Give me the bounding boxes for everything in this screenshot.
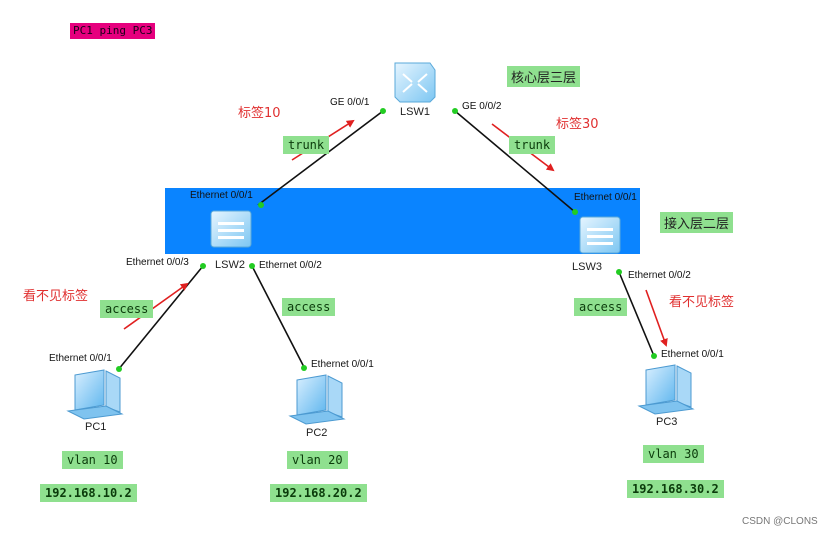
access-layer-label: 接入层二层 xyxy=(660,212,734,233)
pc2-vlan: vlan 20 xyxy=(287,451,348,469)
trunk-tag-left: trunk xyxy=(283,136,330,154)
note-no-tag-right: 看不见标签 xyxy=(669,295,735,310)
link-lsw2-pc1 xyxy=(117,265,204,371)
lsw1-label: LSW1 xyxy=(400,106,430,118)
pc3-label: PC3 xyxy=(656,416,678,428)
note-no-tag-left: 看不见标签 xyxy=(23,289,89,304)
pc3-vlan: vlan 30 xyxy=(643,445,704,463)
core-layer-label: 核心层三层 xyxy=(507,66,581,87)
access-tag-pc3: access xyxy=(574,298,628,316)
arrow-no-tag-right xyxy=(645,289,668,347)
lsw1-port-ge001: GE 0/0/1 xyxy=(330,97,370,108)
lsw1-port-ge002: GE 0/0/2 xyxy=(462,101,502,112)
link-lsw3-pc3 xyxy=(618,271,655,357)
pc3-ip: 192.168.30.2 xyxy=(627,480,724,498)
note-tag10: 标签10 xyxy=(238,106,281,121)
note-tag30: 标签30 xyxy=(556,117,599,132)
core-switch-icon xyxy=(394,62,436,103)
pc3-icon xyxy=(637,364,695,415)
access-tag-pc1: access xyxy=(100,300,154,318)
switch-lsw3-icon xyxy=(579,216,621,254)
link-lsw2-pc2 xyxy=(250,263,306,370)
switch-lsw2-icon xyxy=(210,210,252,248)
link-lsw1-lsw3 xyxy=(454,110,576,213)
lsw2-port-e001: Ethernet 0/0/1 xyxy=(190,190,253,201)
lsw2-label: LSW2 xyxy=(215,259,245,271)
lsw3-port-e001: Ethernet 0/0/1 xyxy=(574,192,637,203)
link-lsw1-lsw2 xyxy=(257,110,384,206)
access-tag-pc2: access xyxy=(282,298,336,316)
trunk-tag-right: trunk xyxy=(509,136,556,154)
pc2-port-e001: Ethernet 0/0/1 xyxy=(311,359,374,370)
pc2-label: PC2 xyxy=(306,427,328,439)
pc2-ip: 192.168.20.2 xyxy=(270,484,367,502)
arrow-no-tag-left xyxy=(123,282,189,330)
lsw3-label: LSW3 xyxy=(572,261,602,273)
pc1-port-e001: Ethernet 0/0/1 xyxy=(49,353,112,364)
port-dots xyxy=(116,108,657,372)
watermark: CSDN @CLONS xyxy=(742,516,818,527)
pc1-label: PC1 xyxy=(85,421,107,433)
lsw2-port-e003: Ethernet 0/0/3 xyxy=(126,257,189,268)
diagram-title: PC1 ping PC3 xyxy=(70,23,156,39)
pc1-icon xyxy=(66,369,124,420)
pc1-ip: 192.168.10.2 xyxy=(40,484,137,502)
lsw3-port-e002: Ethernet 0/0/2 xyxy=(628,270,691,281)
pc1-vlan: vlan 10 xyxy=(62,451,123,469)
lsw2-port-e002: Ethernet 0/0/2 xyxy=(259,260,322,271)
pc2-icon xyxy=(288,374,346,425)
pc3-port-e001: Ethernet 0/0/1 xyxy=(661,349,724,360)
